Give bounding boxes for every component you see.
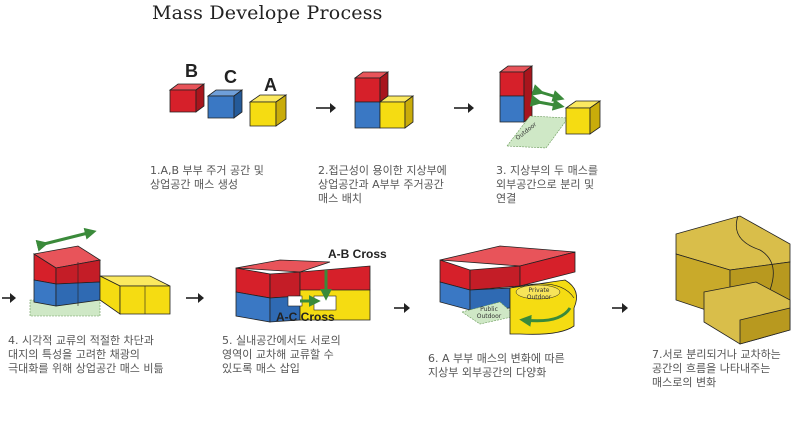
step4-caption: 4. 시각적 교류의 적절한 차단과 대지의 특성을 고려한 채광의 극대화를 … [8, 334, 164, 375]
ac-cross-label: A-C Cross [276, 310, 335, 324]
arrow-4-5 [186, 293, 204, 303]
public-outdoor-label: Public Outdoor [476, 306, 502, 320]
step2-mass [353, 71, 415, 129]
arrow-left-row2 [2, 293, 16, 303]
arrow-2-3 [454, 103, 474, 113]
step6-caption: 6. A 부부 매스의 변화에 따른 지상부 외부공간의 다양화 [428, 352, 565, 379]
block-label-a: A [264, 75, 277, 95]
page-title: Mass Develope Process [152, 2, 383, 24]
private-outdoor-label: Private Outdoor [526, 287, 552, 301]
block-label-c: C [224, 67, 237, 87]
arrow-5-6 [394, 303, 410, 313]
step7-caption: 7.서로 분리되거나 교차하는 공간의 흐름을 나타내주는 매스로의 변화 [652, 348, 781, 389]
step6-mass [439, 245, 577, 335]
step3-mass [498, 65, 602, 149]
arrow-6-7 [612, 303, 628, 313]
step1-caption: 1.A,B 부부 주거 공간 및 상업공간 매스 생성 [150, 164, 264, 191]
arrow-1-2 [316, 103, 336, 113]
step1-cube-b [168, 83, 206, 113]
step3-caption: 3. 지상부의 두 매스를 외부공간으로 분리 및 연결 [496, 164, 598, 205]
step5-caption: 5. 실내공간에서도 서로의 영역이 교차해 교류할 수 있도록 매스 삽입 [222, 334, 341, 375]
block-label-b: B [185, 61, 198, 81]
step7-mass [675, 215, 791, 345]
step5-mass [235, 259, 371, 323]
step2-caption: 2.접근성이 용이한 지상부에 상업공간과 A부부 주거공간 매스 배치 [318, 164, 447, 205]
step1-cube-c [206, 89, 244, 119]
ab-cross-label: A-B Cross [328, 247, 387, 261]
step4-mass [29, 227, 171, 317]
step1-cube-a [248, 94, 288, 127]
